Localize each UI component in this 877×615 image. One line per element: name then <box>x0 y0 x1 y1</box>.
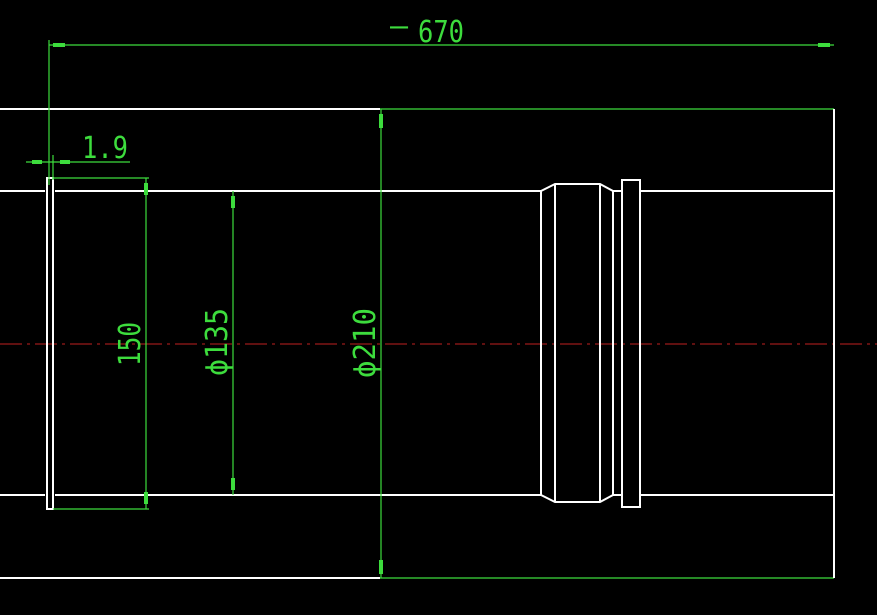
dimension-670 <box>48 40 834 185</box>
pipe-body <box>0 177 834 510</box>
outer-diameter-label: ϕ210 <box>348 308 383 378</box>
dimension-1-9 <box>26 155 130 180</box>
flange-height-label: 150 <box>113 322 148 366</box>
collar <box>621 179 641 508</box>
overall-length-label: 670 <box>418 15 464 50</box>
dimension-135 <box>231 191 235 495</box>
overall-length-prefix: — <box>390 9 409 44</box>
dimension-210 <box>379 109 383 578</box>
dimension-150 <box>53 177 149 510</box>
outer-boundary <box>0 108 835 579</box>
inner-diameter-label: ϕ135 <box>200 308 235 376</box>
flange-thickness-label: 1.9 <box>82 131 128 166</box>
flange <box>46 177 54 510</box>
